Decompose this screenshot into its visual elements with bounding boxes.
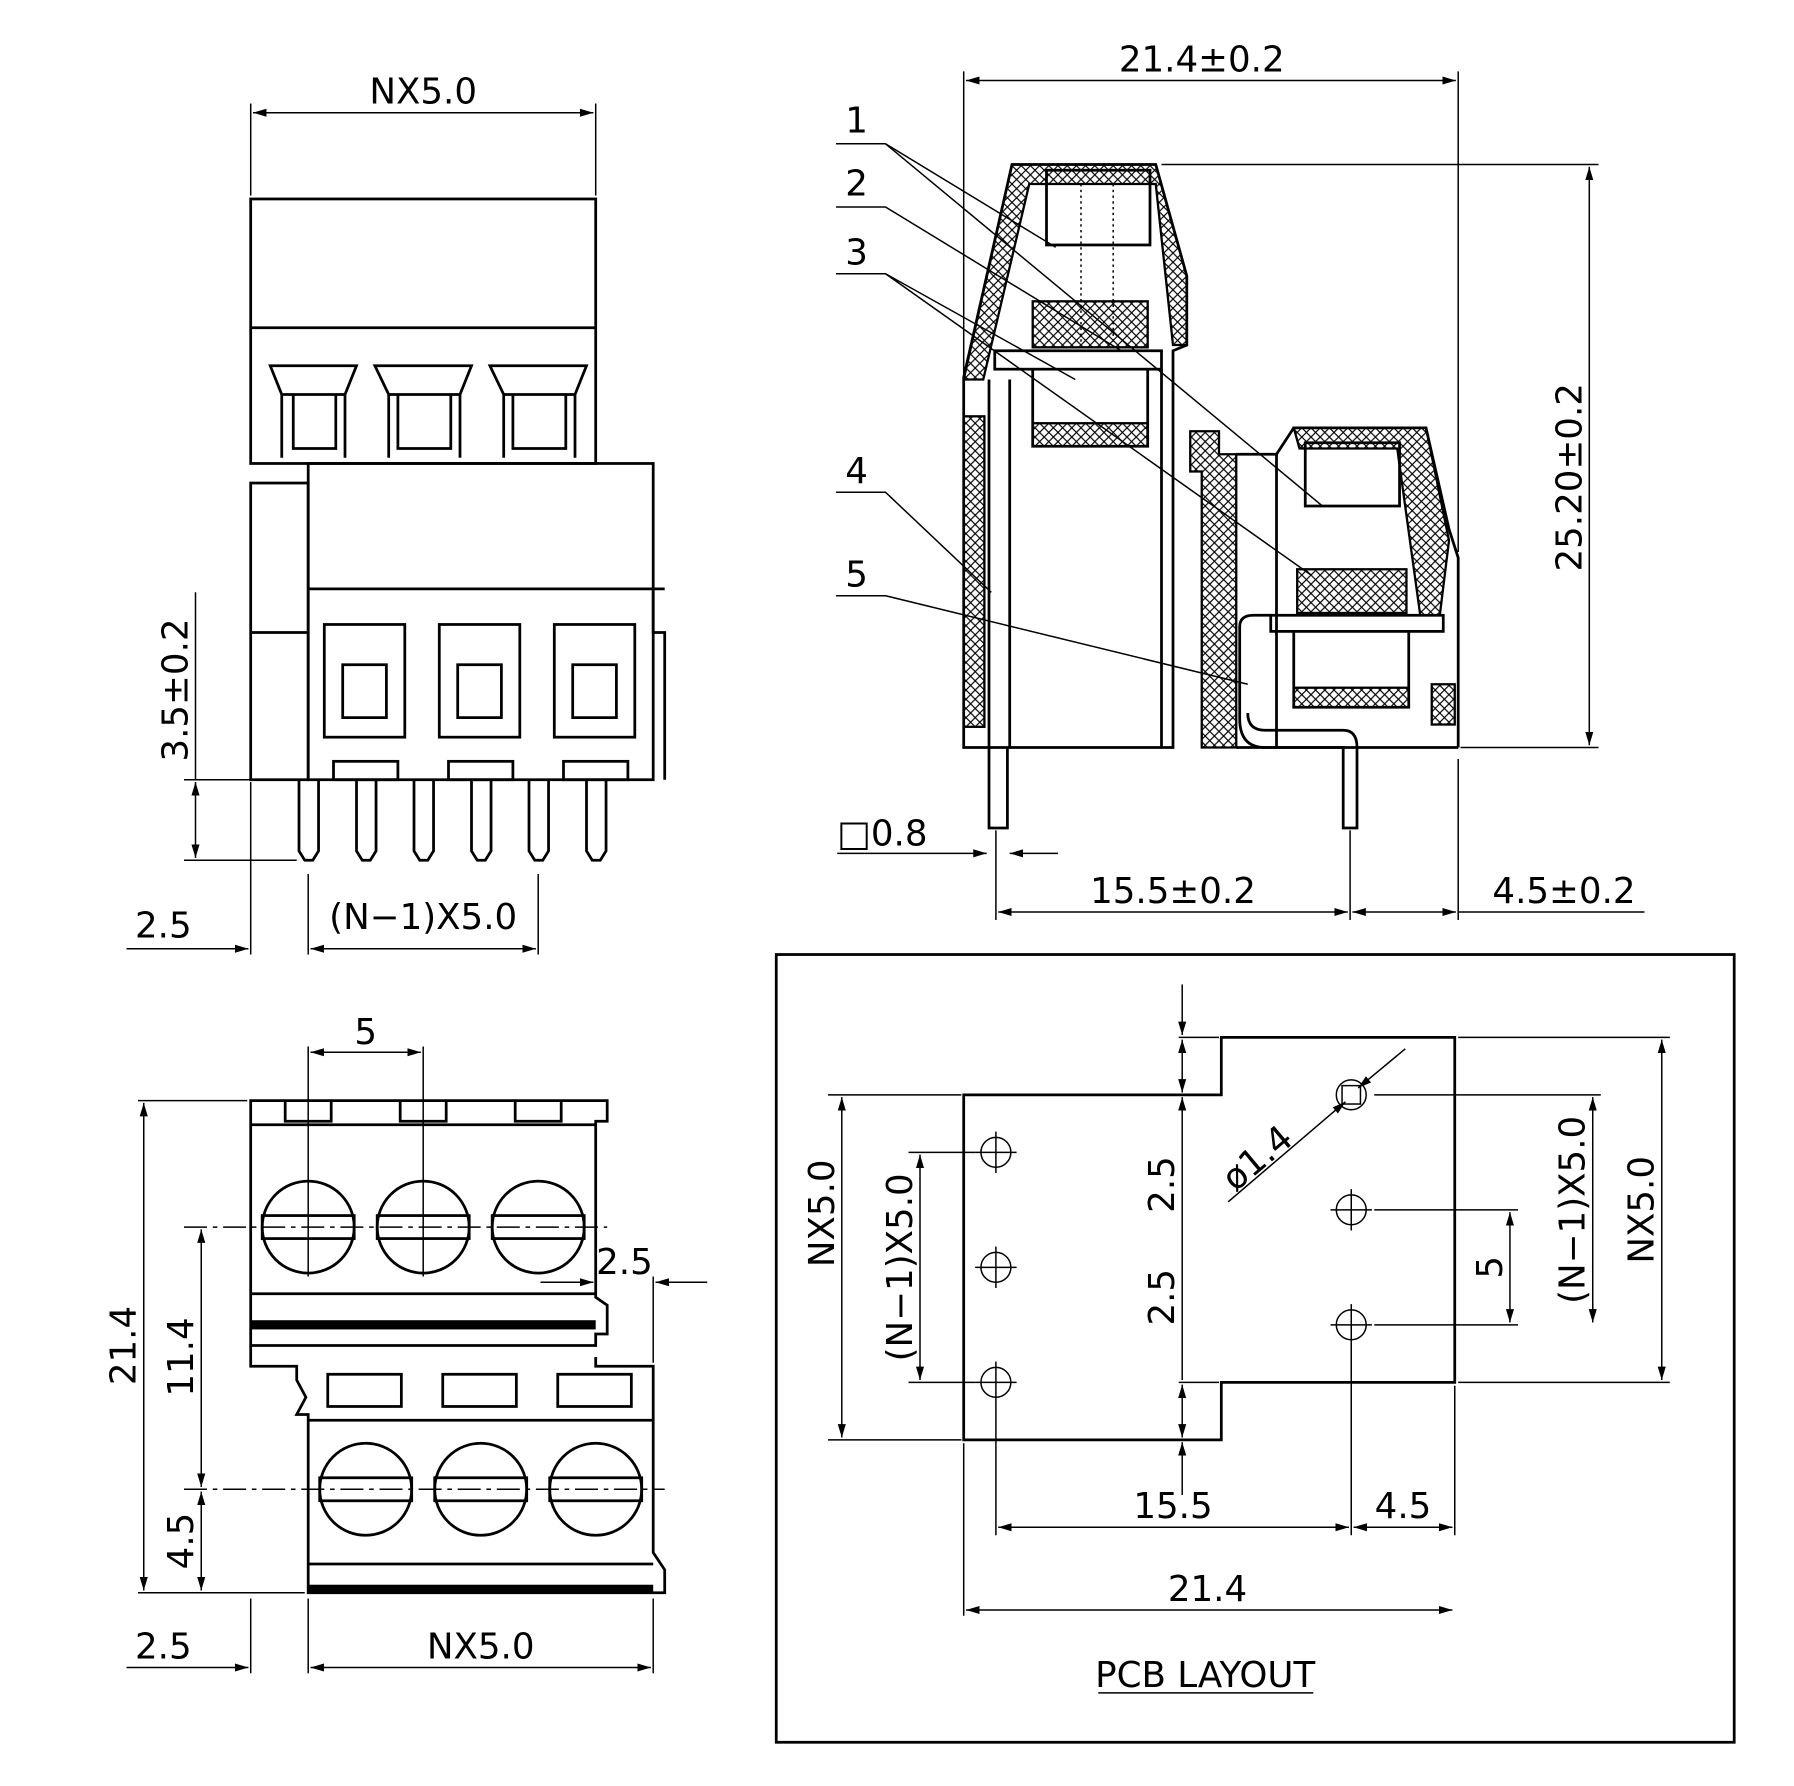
- front-view: NX5.0 3.5±0.2 2.5 (N−1)X5.0: [126, 72, 667, 955]
- dim-row-spacing: 11.4: [161, 1317, 202, 1396]
- dim-pitch: 5: [1470, 1256, 1511, 1279]
- pcb-holes: [975, 1079, 1372, 1404]
- dim-depth: 21.4: [104, 1306, 145, 1385]
- dim-height: 25.20±0.2: [1549, 383, 1590, 572]
- dim-pin-size: □0.8: [837, 813, 927, 854]
- callout-labels: 1 2 3 4 5: [845, 100, 868, 595]
- dim-lower-gap: 2.5: [1142, 1269, 1183, 1326]
- dim-left-width: NX5.0: [802, 1159, 843, 1267]
- dim-offset: 2.5: [135, 905, 192, 946]
- dim-left-offset: 2.5: [135, 1626, 192, 1667]
- top-view: 5 21.4 11.4 4.5 2.5 2.5 NX5.0: [104, 1012, 708, 1674]
- pcb-layout-title: PCB LAYOUT: [1095, 1655, 1315, 1696]
- dim-pitch: 5: [354, 1012, 377, 1053]
- callout-2: 2: [845, 164, 868, 205]
- dim-width: NX5.0: [369, 72, 477, 113]
- callout-3: 3: [845, 233, 868, 274]
- pins: [297, 759, 630, 862]
- callout-1: 1: [845, 100, 868, 141]
- pcb-frame: [774, 953, 1736, 1744]
- dim-side-offset: 2.5: [596, 1242, 653, 1283]
- dim-width: NX5.0: [427, 1626, 535, 1667]
- callout-4: 4: [845, 451, 868, 492]
- side-view: 1 2 3 4 5 21.4±0.2 25.20±0.2 □0.8 15.5±0…: [836, 39, 1645, 921]
- dim-hole-diameter: ø1.4: [1214, 1118, 1300, 1200]
- upper-wire-entries: [268, 364, 589, 458]
- dim-overall-width: 21.4±0.2: [1119, 39, 1285, 80]
- callout-5: 5: [845, 555, 868, 596]
- dim-pin-spacing: 15.5±0.2: [1090, 871, 1256, 912]
- lower-wire-entries: [322, 623, 637, 739]
- dim-upper-gap: 2.5: [1142, 1156, 1183, 1213]
- dim-pin-height: 3.5±0.2: [155, 618, 196, 761]
- dim-right-width: NX5.0: [1622, 1156, 1663, 1264]
- dim-row-spacing: 15.5: [1133, 1486, 1212, 1527]
- dim-pitch: (N−1)X5.0: [329, 897, 517, 938]
- dim-rear-offset: 4.5: [1375, 1486, 1432, 1527]
- dim-front-offset: 4.5: [161, 1513, 202, 1570]
- dim-left-pitch: (N−1)X5.0: [880, 1173, 921, 1361]
- dim-rear-offset: 4.5±0.2: [1492, 871, 1635, 912]
- dim-depth: 21.4: [1168, 1569, 1247, 1610]
- pcb-footprint: [962, 1035, 1457, 1442]
- pcb-layout: NX5.0 (N−1)X5.0 2.5 2.5 ø1.4 5 (N−1)X5.0…: [774, 953, 1736, 1744]
- dim-right-pitch: (N−1)X5.0: [1553, 1116, 1594, 1304]
